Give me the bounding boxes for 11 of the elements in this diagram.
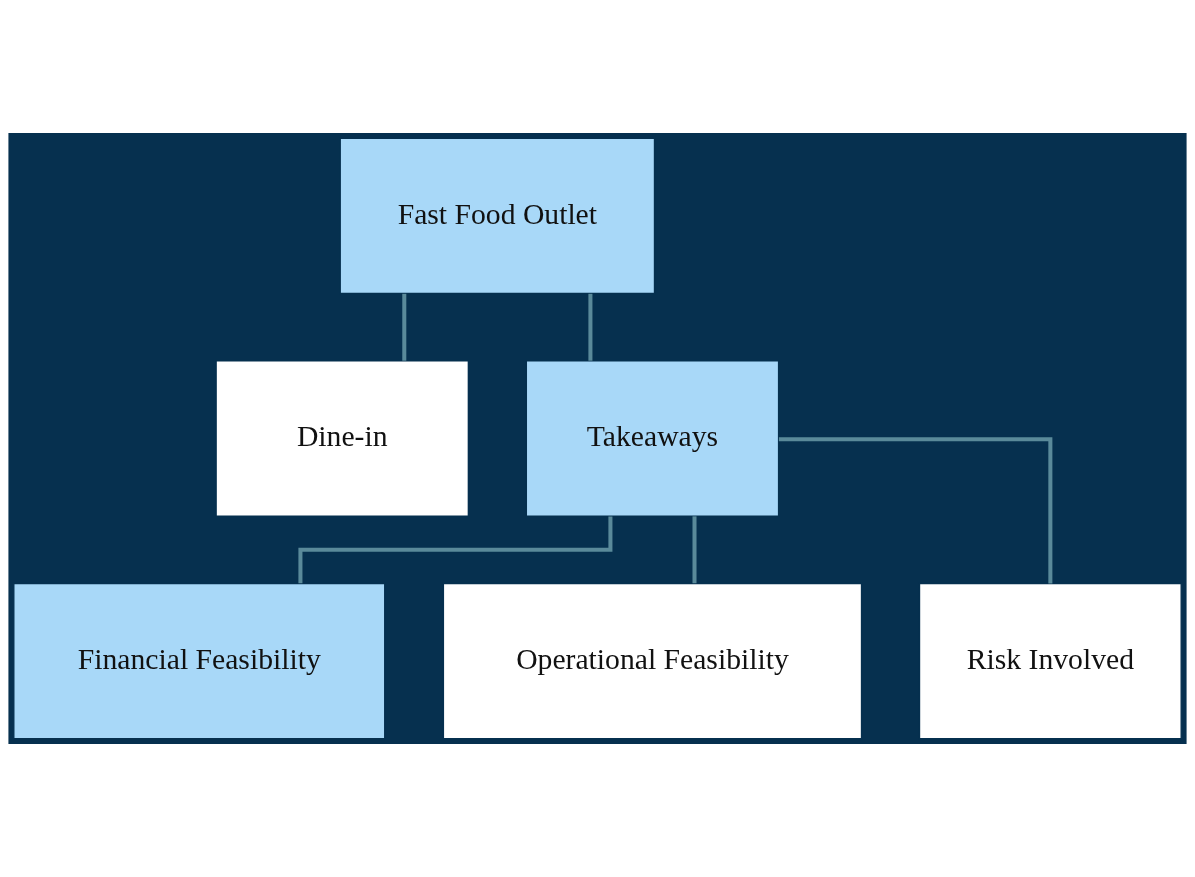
connector	[778, 437, 1053, 584]
node-box: Takeaways	[525, 360, 780, 517]
connector	[692, 516, 697, 584]
connector	[402, 293, 407, 361]
node-box: Dine-in	[215, 360, 470, 517]
node-box: Financial Feasibility	[13, 582, 386, 740]
node-box: Risk Involved	[918, 582, 1182, 740]
node-box: Fast Food Outlet	[339, 137, 656, 295]
connector	[588, 293, 593, 361]
node-box: Operational Feasibility	[442, 582, 863, 740]
connector	[298, 516, 613, 584]
